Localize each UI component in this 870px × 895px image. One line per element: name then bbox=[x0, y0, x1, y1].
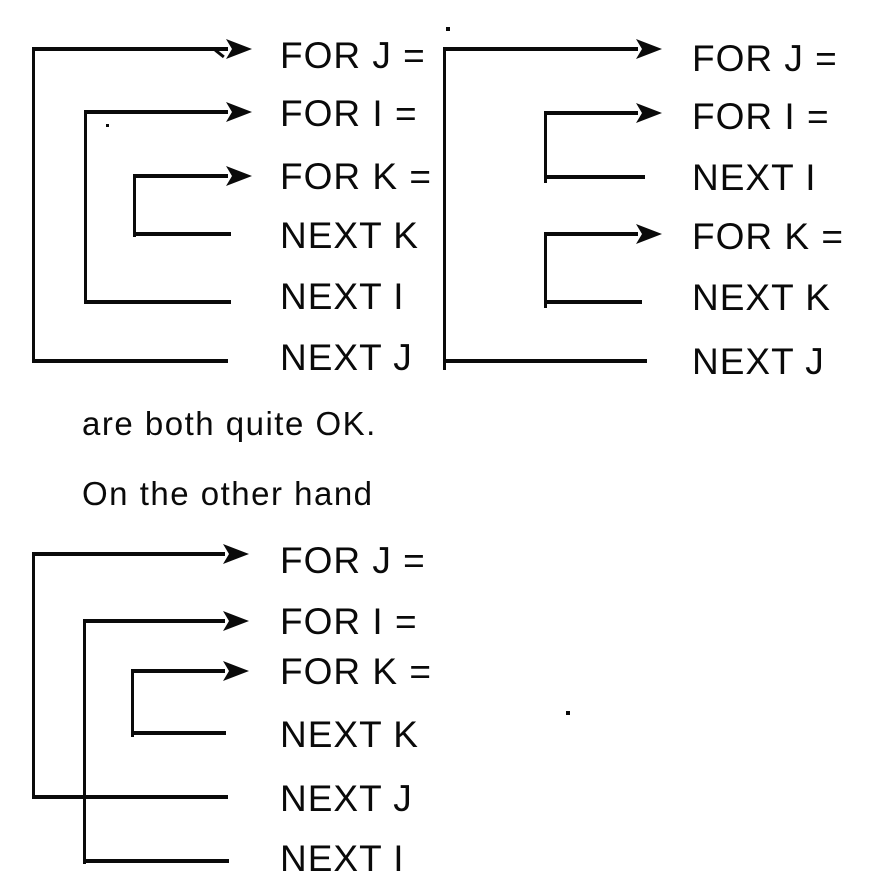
right-arrowhead-icon bbox=[223, 544, 249, 564]
next-i-return-line bbox=[84, 300, 231, 304]
right-arrowhead-icon bbox=[636, 39, 662, 59]
i-loop-vertical-line bbox=[84, 111, 87, 303]
right-arrowhead-icon bbox=[223, 611, 249, 631]
i-loop-vertical-line bbox=[544, 112, 547, 183]
statement-label: FOR I = bbox=[280, 93, 418, 134]
right-arrowhead-icon bbox=[223, 661, 249, 681]
statement-label: FOR I = bbox=[692, 96, 830, 137]
statement-label: NEXT I bbox=[692, 157, 817, 198]
for-j-arrow-line bbox=[32, 552, 225, 556]
next-j-return-line bbox=[443, 359, 647, 363]
for-k-arrow-line bbox=[131, 669, 225, 673]
k-loop-vertical-line bbox=[131, 670, 134, 737]
next-j-return-line bbox=[32, 795, 228, 799]
next-i-return-line bbox=[83, 859, 229, 863]
statement-label: NEXT I bbox=[280, 838, 405, 879]
for-j-arrow-line bbox=[32, 47, 228, 51]
scan-speck bbox=[106, 124, 109, 127]
statement-label: FOR I = bbox=[280, 601, 418, 642]
next-k-return-line bbox=[133, 232, 231, 236]
next-i-return-line bbox=[544, 175, 645, 179]
j-loop-vertical-line bbox=[32, 553, 35, 799]
next-j-return-line bbox=[32, 359, 228, 363]
k-loop-vertical-line bbox=[133, 175, 136, 237]
scan-speck bbox=[446, 27, 450, 31]
for-k-arrow-line bbox=[133, 174, 228, 178]
statement-label: NEXT K bbox=[280, 215, 419, 256]
next-k-return-line bbox=[131, 731, 226, 735]
k-loop-vertical-line bbox=[544, 233, 547, 308]
statement-label: NEXT K bbox=[280, 714, 419, 755]
caption-both-ok: are both quite OK. bbox=[82, 405, 377, 442]
next-k-return-line bbox=[544, 300, 642, 304]
statement-label: FOR J = bbox=[692, 38, 838, 79]
i-loop-vertical-line bbox=[83, 620, 86, 864]
right-arrowhead-icon bbox=[226, 39, 252, 59]
statement-label: FOR J = bbox=[280, 35, 426, 76]
statement-label: FOR K = bbox=[280, 651, 432, 692]
right-arrowhead-icon bbox=[226, 166, 252, 186]
right-arrowhead-icon bbox=[226, 102, 252, 122]
right-arrowhead-icon bbox=[636, 224, 662, 244]
j-loop-vertical-line bbox=[443, 48, 446, 370]
caption-other-hand: On the other hand bbox=[82, 475, 374, 512]
statement-label: NEXT K bbox=[692, 277, 831, 318]
statement-label: FOR K = bbox=[692, 216, 844, 257]
for-i-arrow-line bbox=[84, 110, 228, 114]
scan-speck bbox=[566, 711, 570, 715]
for-j-arrow-line bbox=[443, 47, 638, 51]
statement-label: FOR J = bbox=[280, 540, 426, 581]
for-i-arrow-line bbox=[83, 619, 225, 623]
statement-label: NEXT I bbox=[280, 276, 405, 317]
for-k-arrow-line bbox=[544, 232, 638, 236]
statement-label: NEXT J bbox=[692, 341, 825, 382]
statement-label: NEXT J bbox=[280, 337, 413, 378]
j-loop-vertical-line bbox=[32, 48, 35, 362]
right-arrowhead-icon bbox=[636, 103, 662, 123]
statement-label: FOR K = bbox=[280, 156, 432, 197]
statement-label: NEXT J bbox=[280, 778, 413, 819]
for-i-arrow-line bbox=[544, 111, 638, 115]
